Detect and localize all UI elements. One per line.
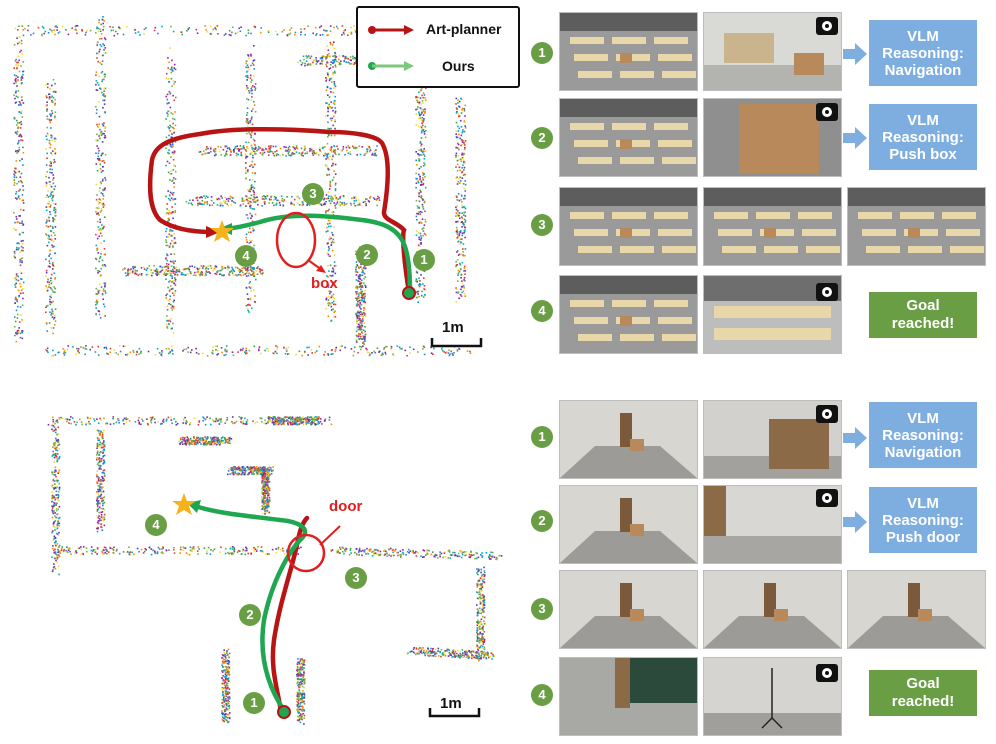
photo-bottom-3c <box>847 570 986 649</box>
vlm-reasoning-push-door: VLM Reasoning: Push door <box>869 487 977 553</box>
photo-bottom-4a <box>559 657 698 736</box>
panel-top-step-1: 1 <box>531 42 553 64</box>
panel-bottom-step-4: 4 <box>531 684 553 706</box>
goal-reached-top: Goal reached! <box>869 292 977 338</box>
photo-top-3c <box>847 187 986 266</box>
point-cloud-bottom <box>47 416 503 725</box>
art-planner-arrowhead-top <box>206 226 220 238</box>
right-arrow-icon <box>843 43 867 65</box>
vlm-reasoning-navigation-top: VLM Reasoning: Navigation <box>869 20 977 86</box>
door-highlight-ellipse <box>286 533 326 573</box>
camera-icon <box>816 17 838 35</box>
map-bottom-step-3: 3 <box>345 567 367 589</box>
scale-label-top: 1m <box>442 319 464 336</box>
scale-label-bottom: 1m <box>440 695 462 712</box>
legend-art-arrowhead <box>404 25 414 35</box>
goal-star-icon <box>210 220 234 242</box>
map-bottom-step-4: 4 <box>145 514 167 536</box>
photo-bottom-2a <box>559 485 698 564</box>
panel-bottom-step-1: 1 <box>531 426 553 448</box>
camera-icon <box>816 405 838 423</box>
photo-top-1a <box>559 12 698 91</box>
legend-art-planner: Art-planner <box>426 21 502 37</box>
camera-icon <box>816 103 838 121</box>
box-label: box <box>311 275 338 292</box>
art-planner-path-top <box>147 126 412 295</box>
legend-box: Art-planner Ours <box>356 6 520 88</box>
start-point-bottom <box>277 705 291 719</box>
vlm-reasoning-navigation-bottom: VLM Reasoning: Navigation <box>869 402 977 468</box>
bottom-map <box>47 416 503 725</box>
door-pointer-line <box>319 525 341 546</box>
top-map <box>13 16 498 357</box>
map-top-step-1: 1 <box>413 249 435 271</box>
right-arrow-icon <box>843 127 867 149</box>
door-label: door <box>329 498 363 515</box>
box-pointer-arrowhead <box>316 265 326 273</box>
photo-top-3a <box>559 187 698 266</box>
map-top-step-2: 2 <box>356 244 378 266</box>
panel-top-step-3: 3 <box>531 214 553 236</box>
panel-top-step-4: 4 <box>531 300 553 322</box>
art-planner-path-bottom <box>270 515 310 715</box>
photo-top-3b <box>703 187 842 266</box>
photo-bottom-1a <box>559 400 698 479</box>
legend-ours: Ours <box>442 58 475 74</box>
photo-top-2a <box>559 98 698 177</box>
box-highlight-ellipse <box>275 211 317 269</box>
camera-icon <box>816 489 838 507</box>
panel-bottom-step-3: 3 <box>531 598 553 620</box>
map-top-step-3: 3 <box>302 183 324 205</box>
panel-bottom-step-2: 2 <box>531 510 553 532</box>
right-arrow-icon <box>843 511 867 533</box>
right-arrow-icon <box>843 427 867 449</box>
ours-path-bottom <box>192 503 308 715</box>
goal-reached-bottom: Goal reached! <box>869 670 977 716</box>
photo-bottom-3b <box>703 570 842 649</box>
map-bottom-step-2: 2 <box>239 604 261 626</box>
ours-path-top <box>223 213 413 295</box>
map-top-step-4: 4 <box>235 245 257 267</box>
vlm-reasoning-push-box: VLM Reasoning: Push box <box>869 104 977 170</box>
scale-bar-top <box>430 338 483 348</box>
photo-bottom-3a <box>559 570 698 649</box>
legend-ours-arrowhead <box>404 61 414 71</box>
goal-star-icon-bottom <box>172 493 196 515</box>
legend-lines <box>368 25 414 71</box>
camera-icon <box>816 664 838 682</box>
camera-icon <box>816 283 838 301</box>
photo-top-4a <box>559 275 698 354</box>
scale-bar-bottom <box>428 708 481 718</box>
start-point-top <box>402 286 416 300</box>
map-bottom-step-1: 1 <box>243 692 265 714</box>
panel-top-step-2: 2 <box>531 127 553 149</box>
